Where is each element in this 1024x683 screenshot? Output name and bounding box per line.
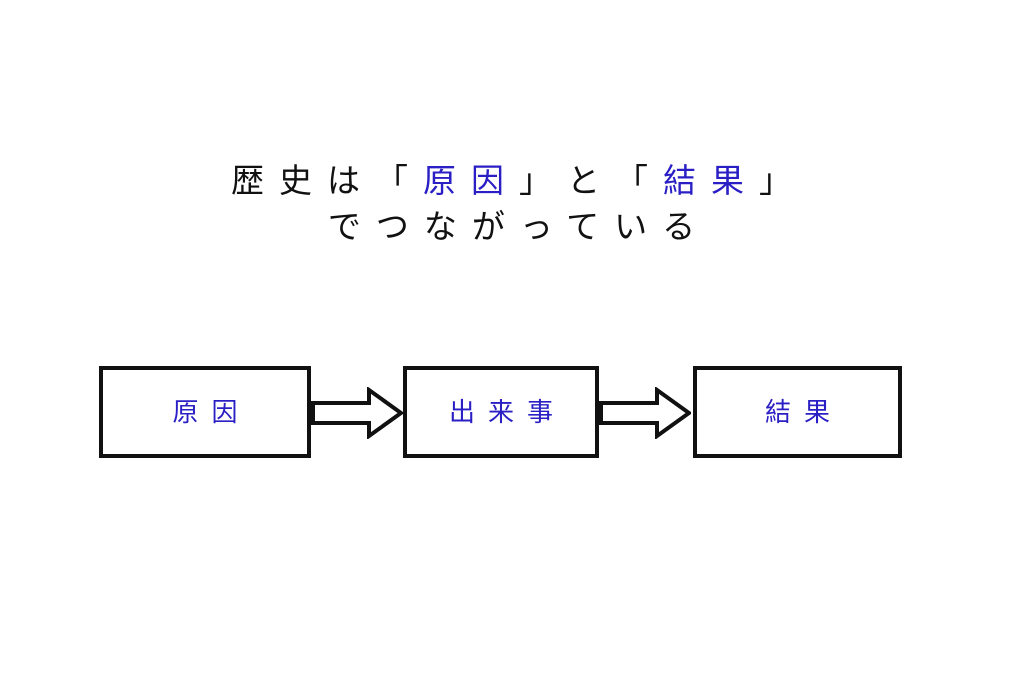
page-title: 歴史は「原因」と「結果」 でつながっている (0, 158, 1024, 250)
flow-node-event: 出来事 (403, 366, 599, 458)
title-line-1: 歴史は「原因」と「結果」 (0, 158, 1024, 204)
title-line-2: でつながっている (327, 208, 711, 245)
flow-node-cause-label: 原因 (172, 397, 251, 427)
title-highlight-cause: 原因 (423, 162, 519, 199)
block-arrow-right-icon (311, 387, 403, 439)
flow-diagram: 原因 出来事 結果 (99, 366, 905, 458)
title-highlight-result: 結果 (663, 162, 759, 199)
title-text-segment-2: 」と「 (519, 162, 663, 199)
title-text-segment-1: 歴史は「 (231, 162, 423, 199)
title-text-segment-3: 」 (759, 162, 807, 199)
flow-node-result: 結果 (693, 366, 902, 458)
flow-node-result-label: 結果 (764, 397, 843, 427)
block-arrow-right-icon (599, 387, 691, 439)
flow-node-event-label: 出来事 (448, 397, 566, 427)
flow-node-cause: 原因 (99, 366, 311, 458)
